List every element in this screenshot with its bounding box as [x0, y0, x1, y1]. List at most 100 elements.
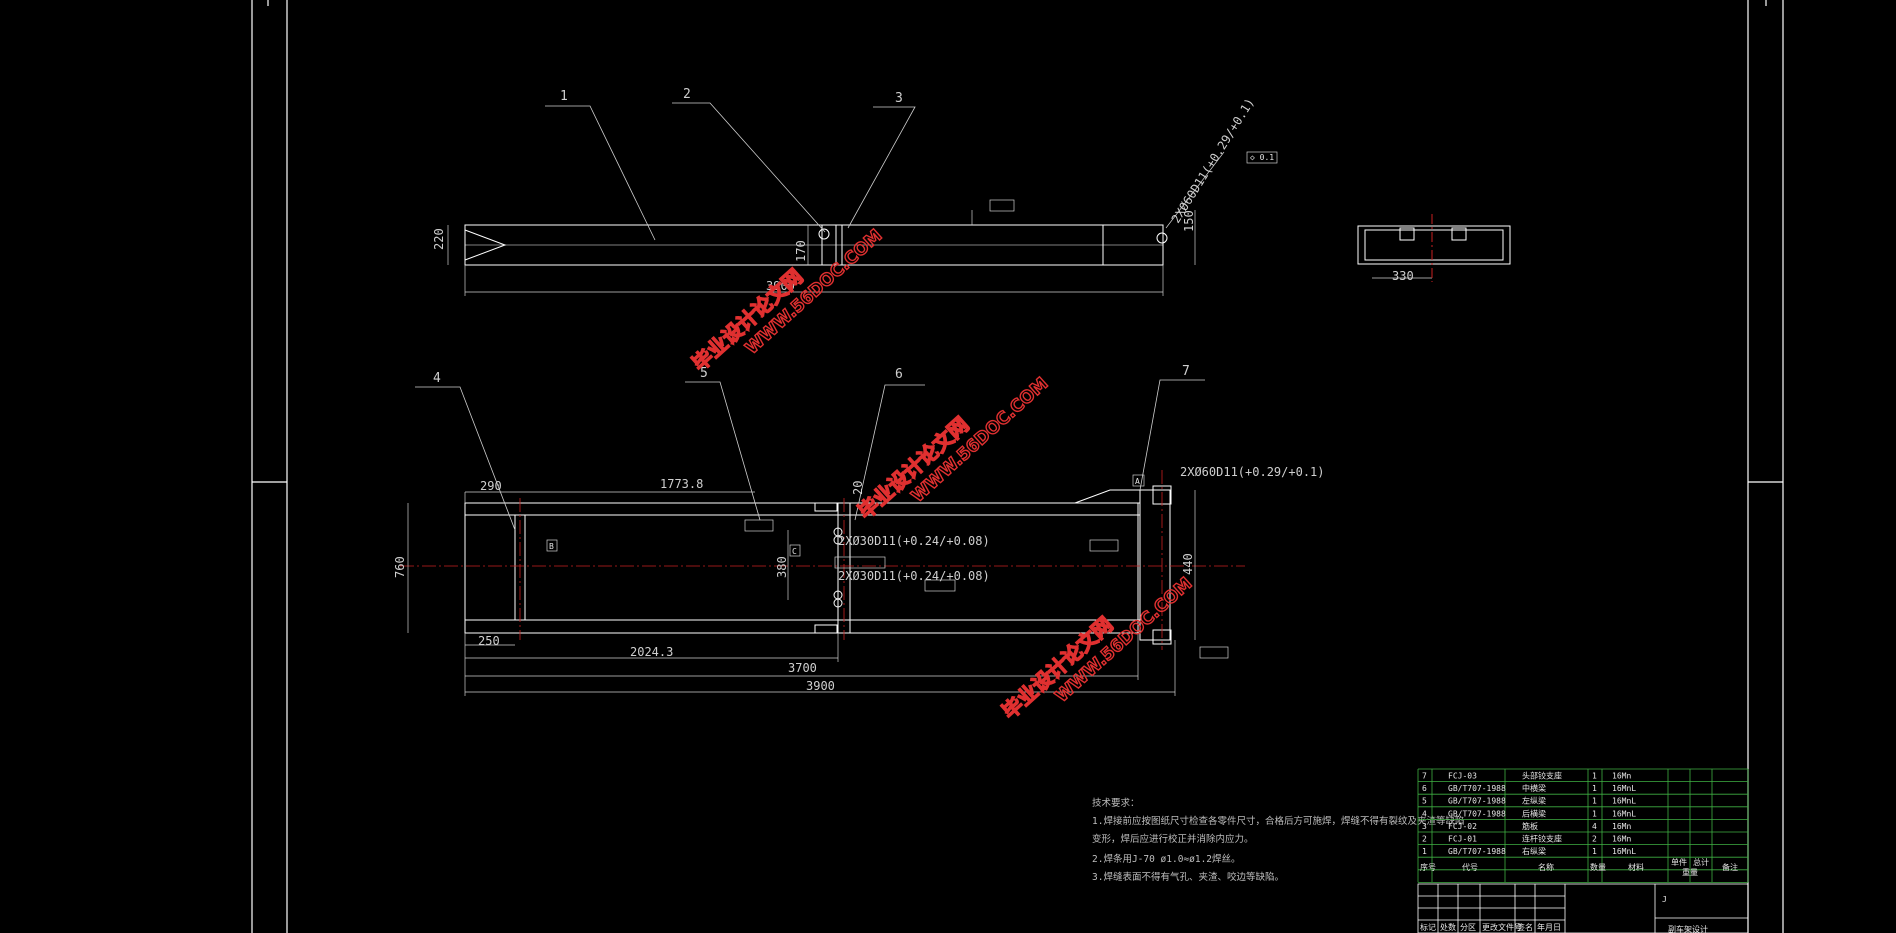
- balloon-4: 4: [433, 371, 441, 386]
- bom-header-w3: 重量: [1682, 867, 1698, 877]
- top-view-dims: [447, 151, 1278, 296]
- bom-row-qty: 1: [1592, 784, 1597, 793]
- front-dim-250: 250: [478, 634, 500, 648]
- bom-row-no: 7: [1422, 772, 1427, 781]
- balloon-leaders-front: [415, 379, 1205, 531]
- bom-row-qty: 1: [1592, 809, 1597, 818]
- balloon-6: 6: [895, 367, 903, 382]
- side-view: [1357, 214, 1511, 282]
- watermark-3: 毕业设计论文网 WWW.56DOC.COM: [997, 573, 1197, 724]
- note-line-3: 2.焊条用J-70 ø1.0≈ø1.2焊丝。: [1092, 853, 1241, 865]
- bom-row-name: 头部铰支座: [1522, 771, 1562, 781]
- title-label-2: 分区: [1460, 923, 1476, 932]
- title-label-1: 处数: [1440, 922, 1456, 932]
- datum-b: B: [549, 542, 554, 551]
- bom-header-code: 代号: [1462, 862, 1478, 872]
- notes-title: 技术要求：: [1092, 797, 1140, 809]
- top-dim-3900: 3900: [766, 279, 795, 293]
- bom-row-mat: 16MnL: [1612, 847, 1636, 856]
- watermark-2: 毕业设计论文网 WWW.56DOC.COM: [853, 373, 1053, 524]
- front-hole-mid1: 2XØ30D11(+0.24/+0.08): [838, 534, 990, 548]
- title-label-0: 标记: [1420, 922, 1436, 932]
- bom-header-no: 序号: [1420, 862, 1436, 872]
- front-centerlines: [400, 470, 1245, 650]
- top-dim-220: 220: [432, 228, 446, 250]
- bom-row-name: 中横梁: [1522, 783, 1546, 793]
- bom-row-name: 连杆铰支座: [1522, 834, 1562, 844]
- bom-header-w2: 总计: [1693, 857, 1709, 867]
- bom-row-qty: 1: [1592, 772, 1597, 781]
- title-mark: J: [1662, 895, 1667, 904]
- title-label-5: 年月日: [1537, 922, 1561, 932]
- front-dim-760: 760: [393, 556, 407, 578]
- top-tol-frame: ◇ 0.1: [1250, 153, 1274, 162]
- bom-row-code: GB/T707-1988: [1448, 784, 1506, 793]
- bom-row-code: GB/T707-1988: [1448, 847, 1506, 856]
- bom-row-no: 5: [1422, 797, 1427, 806]
- datum-c: C: [792, 547, 797, 556]
- front-hole-mid2: 2XØ30D11(+0.24/+0.08): [838, 569, 990, 583]
- bom-row-mat: 16Mn: [1612, 772, 1631, 781]
- sheet-frame: [251, 0, 1784, 933]
- bom-row-mat: 16Mn: [1612, 835, 1631, 844]
- bom-row-qty: 2: [1592, 835, 1597, 844]
- bom-header-w1: 单件: [1671, 857, 1687, 867]
- top-hole-note: 2XØ60D11(+0.29/+0.1): [1169, 96, 1257, 226]
- bom-row-mat: 16MnL: [1612, 797, 1636, 806]
- balloon-leaders-top: [545, 102, 916, 241]
- bom-row-qty: 1: [1592, 847, 1597, 856]
- balloon-2: 2: [683, 87, 691, 102]
- note-line-2: 变形，焊后应进行校正并消除内应力。: [1092, 833, 1254, 845]
- bom-row-no: 6: [1422, 784, 1427, 793]
- bom-row-no: 4: [1422, 809, 1427, 818]
- front-dim-3900: 3900: [806, 679, 835, 693]
- front-hole-top: 2XØ60D11(+0.29/+0.1): [1180, 465, 1325, 479]
- front-view: [464, 485, 1172, 645]
- front-dim-380: 380: [775, 556, 789, 578]
- note-line-1: 1.焊接前应按图纸尺寸检查各零件尺寸，合格后方可施焊，焊缝不得有裂纹及夹渣等缺陷: [1092, 815, 1464, 827]
- bom-row-name: 后横梁: [1522, 808, 1546, 818]
- bom-row-code: FCJ-02: [1448, 822, 1477, 831]
- bom-row-code: GB/T707-1988: [1448, 797, 1506, 806]
- top-dim-150: 150: [1182, 210, 1196, 232]
- front-dims: [407, 474, 1229, 696]
- front-dim-2024: 2024.3: [630, 645, 673, 659]
- bom-row-no: 2: [1422, 835, 1427, 844]
- bom-row-mat: 16MnL: [1612, 809, 1636, 818]
- balloon-1: 1: [560, 89, 568, 104]
- front-dim-3700: 3700: [788, 661, 817, 675]
- bom-row-qty: 4: [1592, 822, 1597, 831]
- bom-row-code: GB/T707-1988: [1448, 809, 1506, 818]
- datum-a: A: [1135, 477, 1140, 486]
- balloon-7: 7: [1182, 364, 1190, 379]
- bom-header-qty: 数量: [1590, 862, 1606, 872]
- bom-row-name: 左纵梁: [1522, 796, 1546, 806]
- front-hole-marks: [833, 527, 843, 608]
- title-drawing-name: 副车架设计: [1668, 924, 1708, 933]
- bom-header-mat: 材料: [1628, 862, 1644, 872]
- bom-header-name: 名称: [1538, 862, 1554, 872]
- bom-row-code: FCJ-01: [1448, 835, 1477, 844]
- bom-row-name: 右纵梁: [1522, 846, 1546, 856]
- bom-row-qty: 1: [1592, 797, 1597, 806]
- front-dim-290: 290: [480, 479, 502, 493]
- balloon-5: 5: [700, 366, 708, 381]
- bom-row-mat: 16MnL: [1612, 784, 1636, 793]
- watermark-1: 毕业设计论文网 WWW.56DOC.COM: [687, 225, 887, 376]
- front-dim-right: 440: [1181, 553, 1195, 575]
- front-dim-1773: 1773.8: [660, 477, 703, 491]
- balloon-3: 3: [895, 91, 903, 106]
- title-label-3: 更改文件号: [1482, 922, 1522, 932]
- bom-row-no: 1: [1422, 847, 1427, 856]
- bom-row-no: 3: [1422, 822, 1427, 831]
- bom-header-note: 备注: [1722, 862, 1738, 872]
- bom-row-name: 筋板: [1522, 821, 1538, 831]
- top-dim-170: 170: [794, 240, 808, 262]
- top-view: [464, 224, 1168, 266]
- side-dim-330: 330: [1392, 269, 1414, 283]
- note-line-4: 3.焊缝表面不得有气孔、夹渣、咬边等缺陷。: [1092, 871, 1284, 883]
- bom-row-mat: 16Mn: [1612, 822, 1631, 831]
- technical-notes: 技术要求： 1.焊接前应按图纸尺寸检查各零件尺寸，合格后方可施焊，焊缝不得有裂纹…: [1092, 797, 1464, 883]
